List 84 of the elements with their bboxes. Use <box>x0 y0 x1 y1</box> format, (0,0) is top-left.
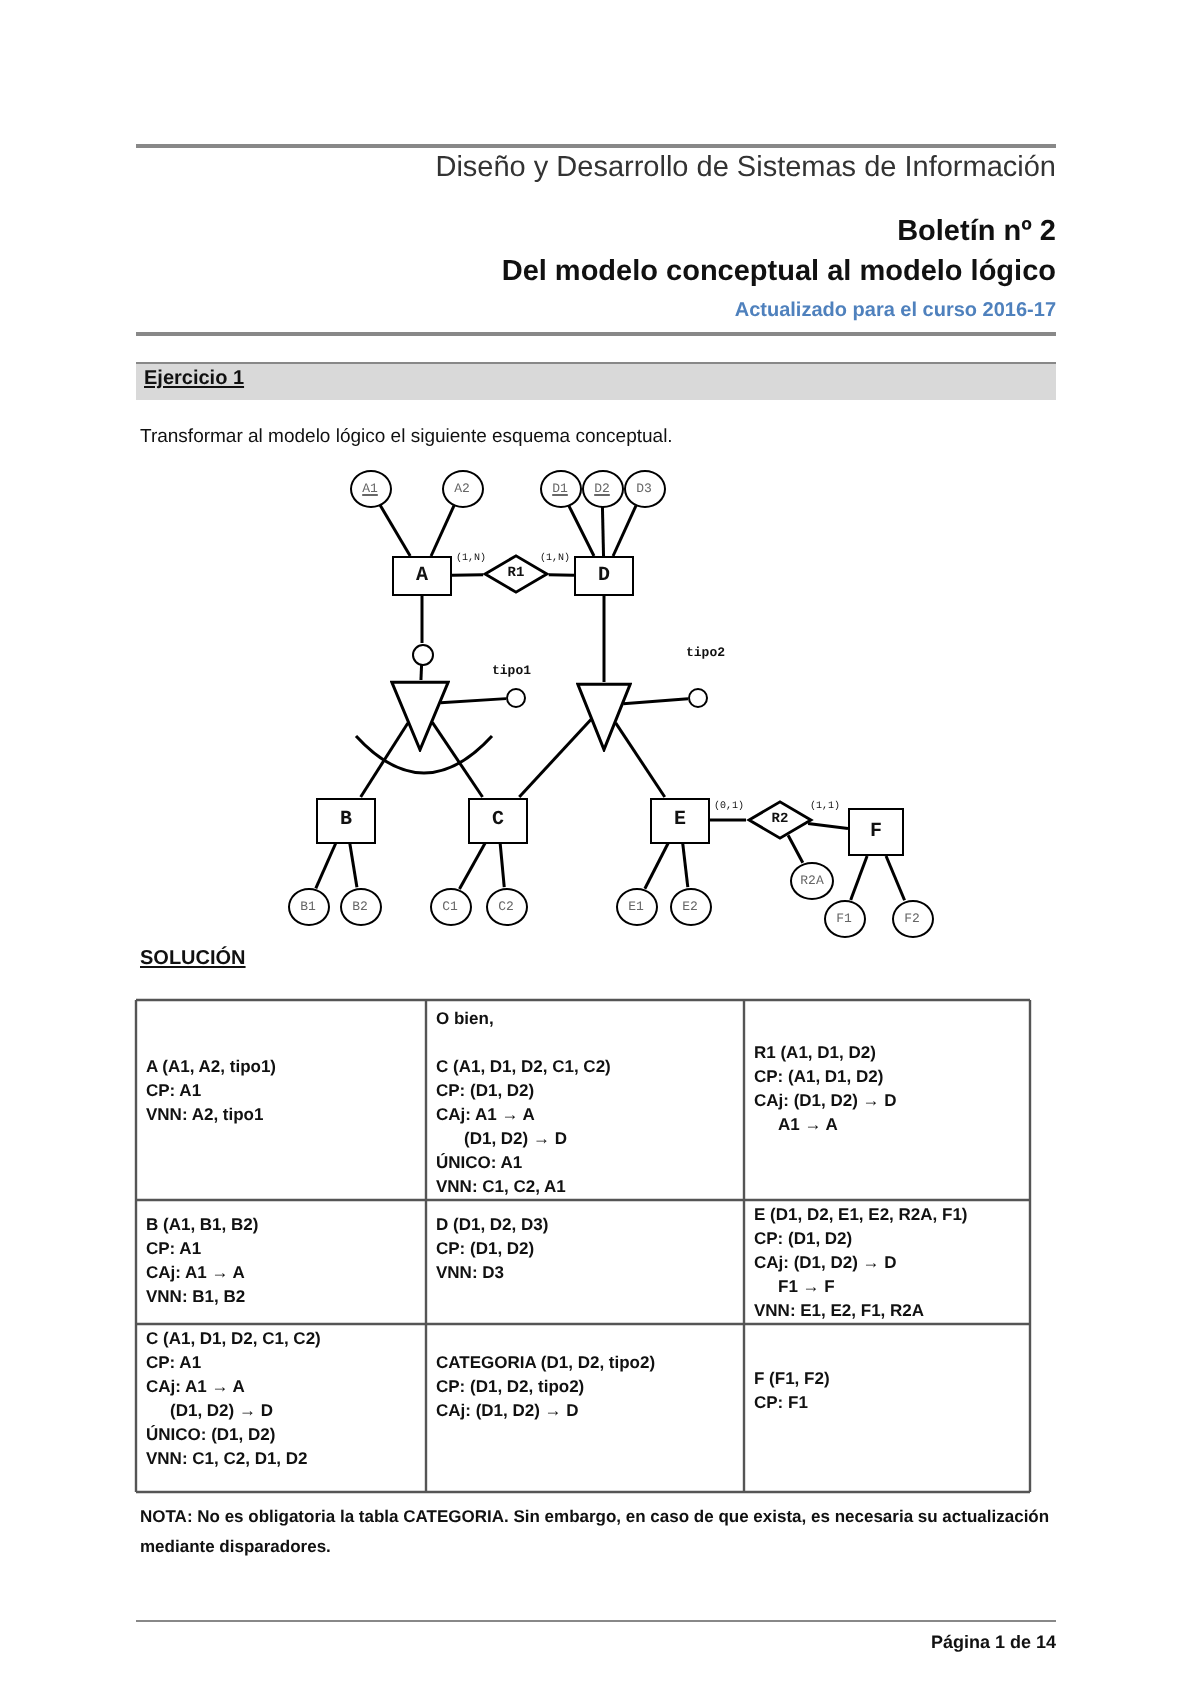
connector-line <box>348 842 359 888</box>
cell-text: CP: A1 <box>146 1078 202 1102</box>
cell-text: A (A1, A2, tipo1) <box>146 1054 277 1078</box>
cell-text: (D1, D2) → D <box>464 1126 567 1150</box>
specialization-triangle <box>390 680 450 752</box>
cell-text: F1 → F <box>778 1274 835 1298</box>
attribute-circle <box>411 643 433 665</box>
connector-line <box>359 722 410 798</box>
connector-line <box>314 842 338 889</box>
connector-line <box>429 504 456 557</box>
header-title: Diseño y Desarrollo de Sistemas de Información <box>435 152 1056 186</box>
connector-line <box>419 664 424 681</box>
connector-line <box>431 721 484 798</box>
connector-line <box>884 855 906 901</box>
page-number: Página 1 de 14 <box>930 1632 1056 1653</box>
cell-text: D (D1, D2, D3) <box>436 1212 549 1236</box>
cell-text: CP: F1 <box>754 1390 808 1414</box>
connector-line <box>451 573 484 577</box>
connector-line <box>807 822 849 830</box>
cell-text: CAj: A1 → A <box>146 1260 245 1284</box>
connector-line <box>602 596 606 682</box>
cell-text: VNN: E1, E2, F1, R2A <box>754 1298 925 1322</box>
entity-box: B <box>316 797 376 843</box>
attribute-circle <box>506 688 526 708</box>
connector-line <box>710 818 746 822</box>
cell-text: C (A1, D1, D2, C1, C2) <box>146 1326 321 1350</box>
connector-line <box>786 834 805 864</box>
connector-line <box>440 697 507 705</box>
cell-text: ÚNICO: A1 <box>436 1150 523 1174</box>
update-note: Actualizado para el curso 2016-17 <box>734 300 1056 323</box>
cell-text: F (F1, F2) <box>754 1366 830 1390</box>
connector-line <box>498 842 506 888</box>
note-text: NOTA: No es obligatoria la tabla CATEGORIA. Sin embargo, en caso de que exista, es necesaria su actualización mediante disparadores. <box>140 1504 1052 1560</box>
entity-box: F <box>848 808 904 856</box>
connector-line <box>643 842 670 890</box>
instruction-text: Transformar al modelo lógico el siguiente esquema conceptual. <box>140 428 673 450</box>
connector-line <box>611 504 638 557</box>
solution-heading: SOLUCIÓN <box>140 948 246 971</box>
connector-line <box>623 697 689 706</box>
connector-line <box>681 842 690 888</box>
cell-text: CP: A1 <box>146 1236 202 1260</box>
cell-text: CATEGORIA (D1, D2, tipo2) <box>436 1350 656 1374</box>
cell-text: VNN: D3 <box>436 1260 505 1284</box>
attribute-circle <box>688 688 708 708</box>
cell-text: E (D1, D2, E1, E2, R2A, F1) <box>754 1202 968 1226</box>
entity-box: C <box>468 797 528 843</box>
cell-text: CP: (D1, D2, tipo2) <box>436 1374 585 1398</box>
cell-text: CP: A1 <box>146 1350 202 1374</box>
cell-text: CAj: A1 → A <box>146 1374 245 1398</box>
connector-line <box>600 506 606 557</box>
cell-text: A1 → A <box>778 1112 838 1136</box>
cell-text: VNN: B1, B2 <box>146 1284 246 1308</box>
connector-line <box>548 573 575 577</box>
connector-line <box>458 842 487 890</box>
cell-text: CP: (A1, D1, D2) <box>754 1064 884 1088</box>
cell-text: C (A1, D1, D2, C1, C2) <box>436 1054 611 1078</box>
connector-line <box>518 718 593 798</box>
cell-text: VNN: C1, C2, A1 <box>436 1174 566 1198</box>
connector-line <box>614 722 666 798</box>
cell-text: CP: (D1, D2) <box>754 1226 853 1250</box>
cell-text: CAj: A1 → A <box>436 1102 535 1126</box>
connector-line <box>420 596 424 643</box>
cell-text: B (A1, B1, B2) <box>146 1212 259 1236</box>
cell-text: O bien, <box>436 1006 494 1030</box>
specialization-triangle <box>576 682 632 752</box>
cell-text: CAj: (D1, D2) → D <box>754 1250 897 1274</box>
cell-text: CAj: (D1, D2) → D <box>436 1398 579 1422</box>
connector-line <box>378 504 412 557</box>
entity-box: E <box>650 797 710 843</box>
cell-text: CP: (D1, D2) <box>436 1236 535 1260</box>
cell-text: VNN: A2, tipo1 <box>146 1102 264 1126</box>
cell-text: CAj: (D1, D2) → D <box>754 1088 897 1112</box>
connector-line <box>849 855 869 901</box>
cell-text: (D1, D2) → D <box>170 1398 273 1422</box>
connector-line <box>567 504 596 557</box>
entity-box: A <box>392 556 452 596</box>
cell-text: ÚNICO: (D1, D2) <box>146 1422 276 1446</box>
section-heading: Ejercicio 1 <box>144 368 245 391</box>
document-title: Boletín nº 2 <box>897 216 1056 250</box>
cell-text: VNN: C1, C2, D1, D2 <box>146 1446 308 1470</box>
cell-text: R1 (A1, D1, D2) <box>754 1040 876 1064</box>
cell-text: CP: (D1, D2) <box>436 1078 535 1102</box>
document-subtitle: Del modelo conceptual al modelo lógico <box>501 256 1056 290</box>
entity-box: D <box>574 556 634 596</box>
